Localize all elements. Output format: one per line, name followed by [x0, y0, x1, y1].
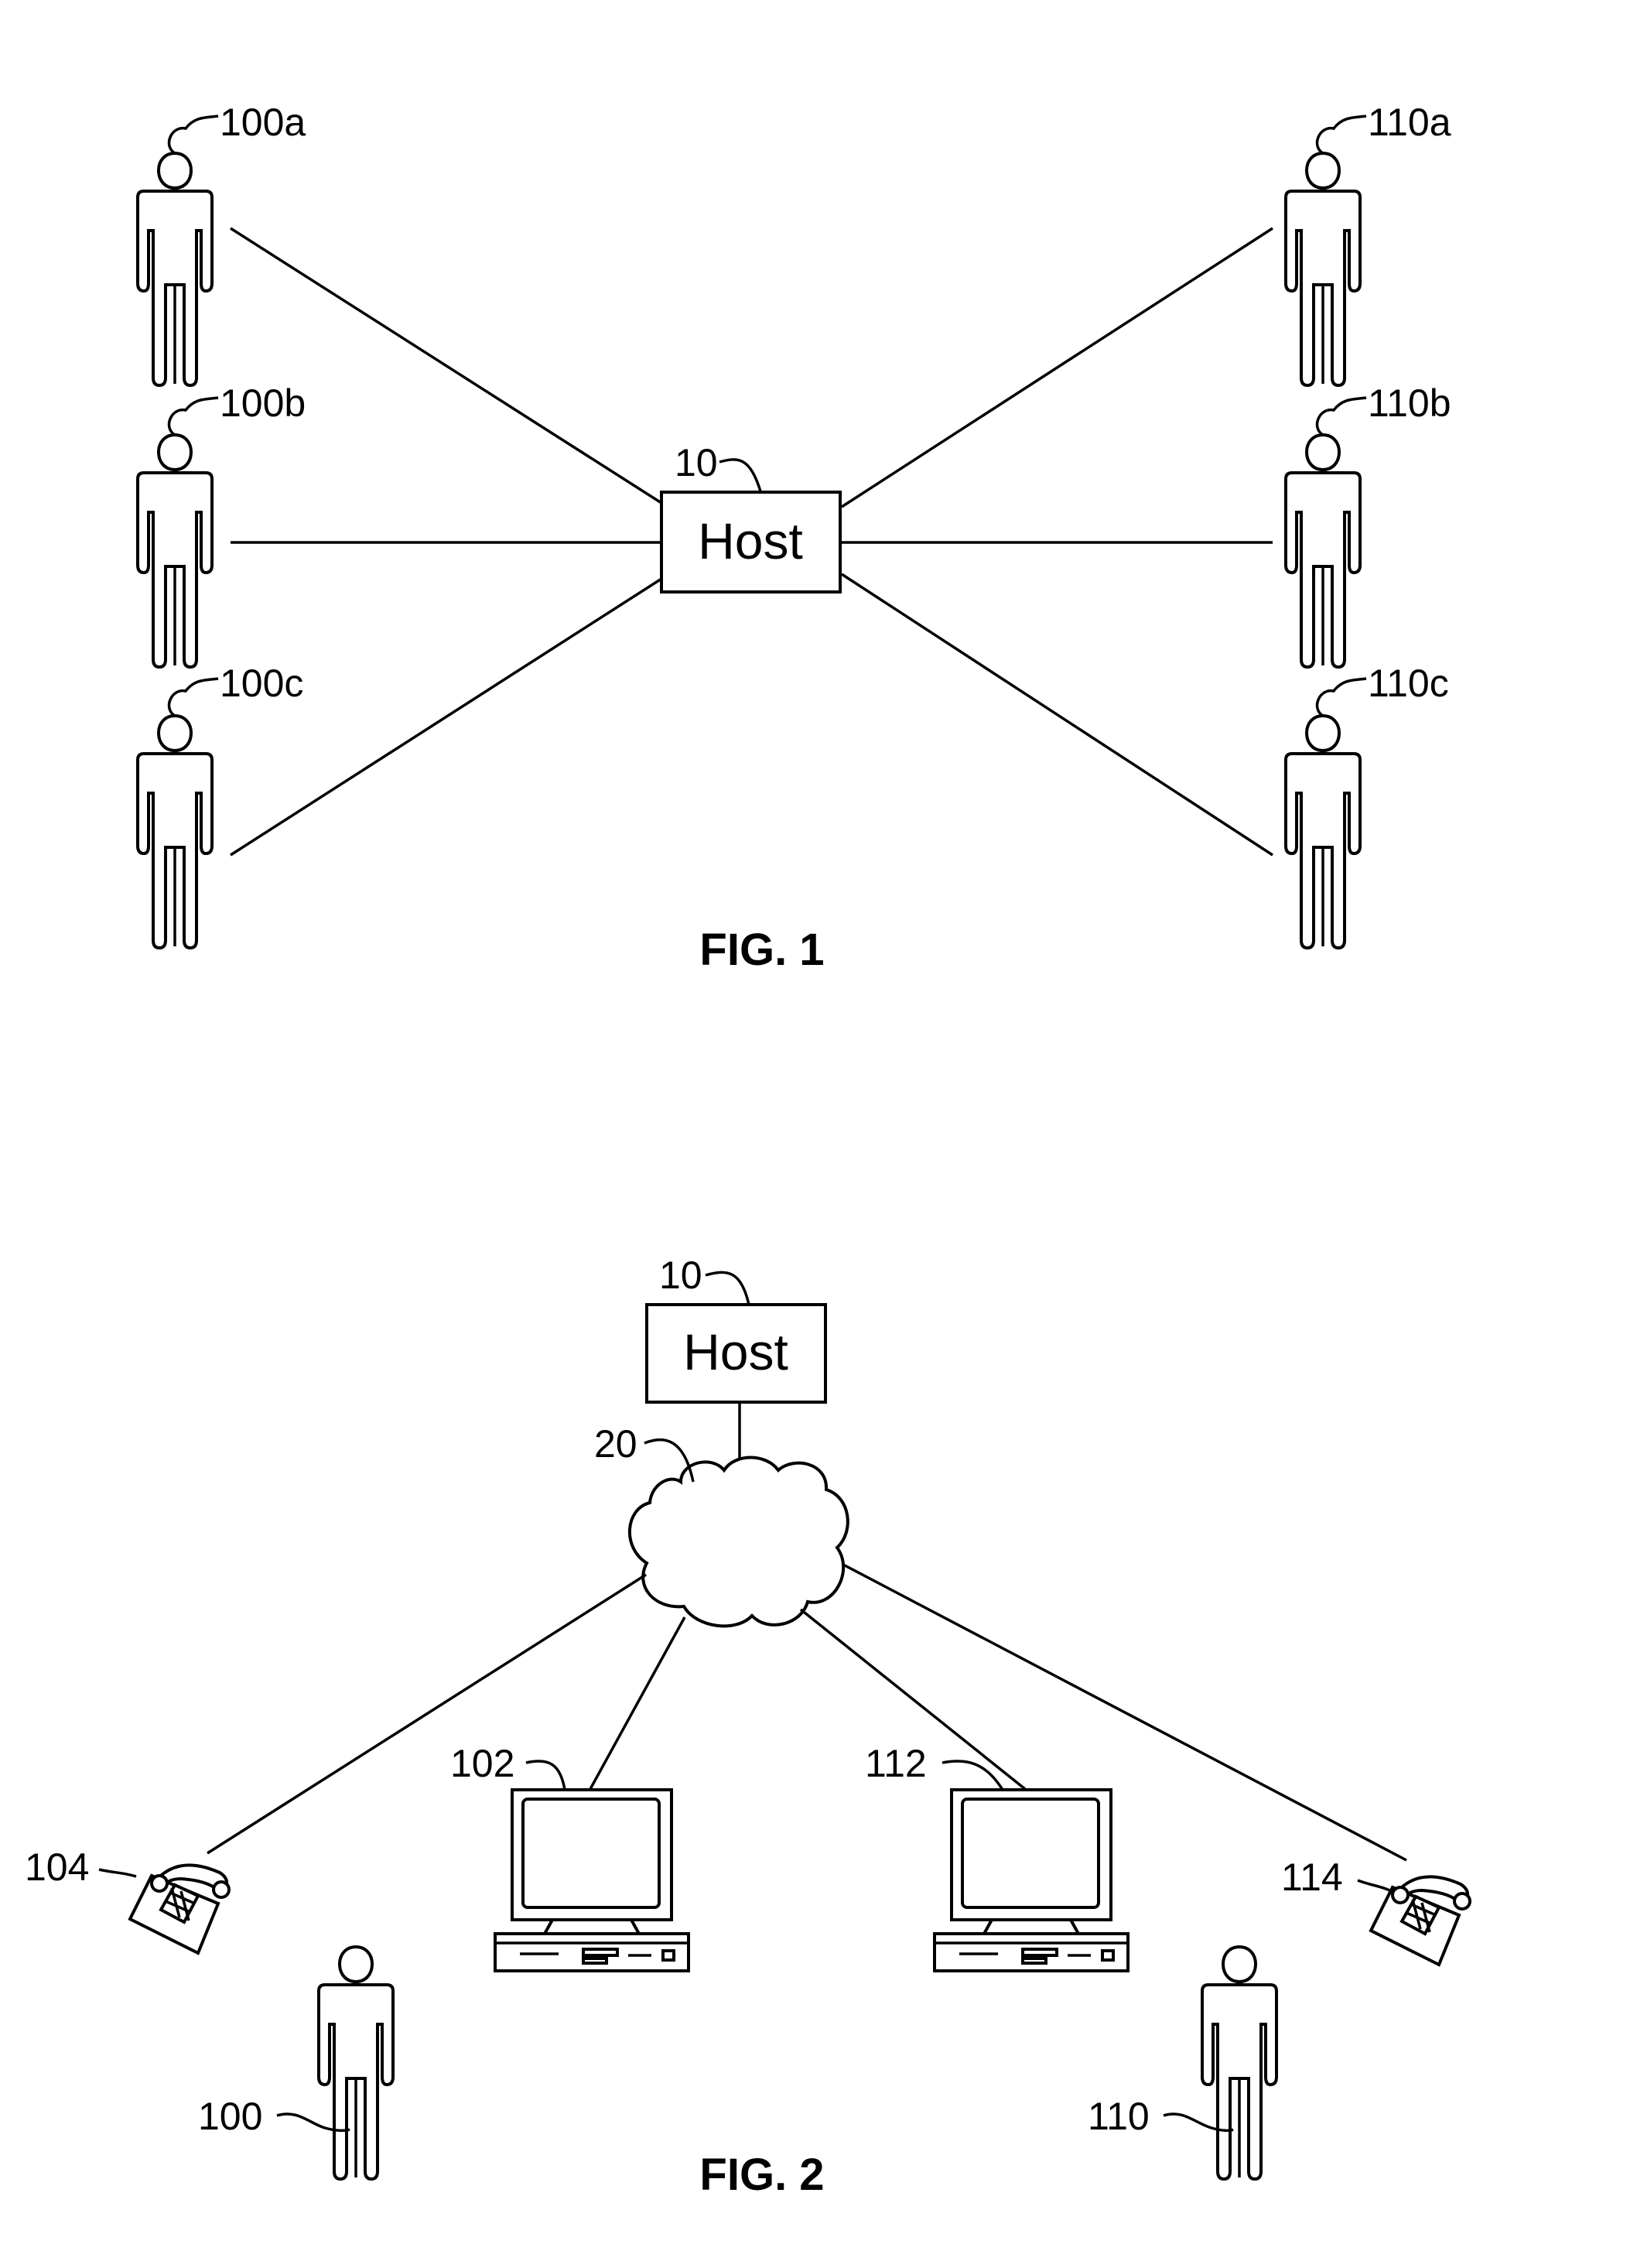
person-110a-ref: 110a — [1368, 101, 1451, 144]
network-cloud — [630, 1458, 848, 1627]
link-computer-102 — [590, 1617, 685, 1789]
link-110c — [842, 574, 1273, 855]
computer-112: 112 — [865, 1742, 1128, 1971]
computer-112-ref: 112 — [865, 1742, 927, 1785]
person-100a: 100a — [138, 101, 306, 385]
person-100c: 100c — [138, 662, 303, 948]
phone-104-ref: 104 — [25, 1846, 89, 1889]
person-110-ref: 110 — [1088, 2095, 1150, 2138]
person-100: 100 — [198, 1947, 393, 2179]
link-110a — [842, 228, 1273, 507]
person-110b-ref: 110b — [1368, 381, 1451, 425]
computer-102: 102 — [450, 1742, 689, 1971]
person-110c: 110c — [1286, 662, 1449, 948]
host-leader-2 — [706, 1272, 749, 1305]
person-100-ref: 100 — [198, 2095, 262, 2138]
computer-102-ref: 102 — [450, 1742, 514, 1785]
person-100a-ref: 100a — [220, 101, 306, 144]
person-110: 110 — [1088, 1947, 1276, 2179]
figure-2-caption: FIG. 2 — [699, 2150, 824, 2200]
phone-114-ref: 114 — [1281, 1856, 1343, 1899]
figure-1: Host 10 100a 100b 100c 110a 110b — [138, 101, 1451, 975]
host-label: Host — [698, 512, 803, 570]
host-ref-2: 10 — [659, 1254, 702, 1297]
link-100c — [231, 579, 661, 855]
computer-left-icon — [495, 1790, 689, 1971]
host-label-2: Host — [683, 1323, 788, 1380]
computer-right-icon — [935, 1790, 1128, 1971]
network-ref: 20 — [594, 1422, 637, 1466]
person-110b: 110b — [1286, 381, 1451, 667]
link-100a — [231, 228, 661, 503]
person-100b: 100b — [138, 381, 306, 667]
figure-1-caption: FIG. 1 — [699, 925, 824, 975]
phone-left-icon — [130, 1865, 229, 1953]
figure-2: Host 10 20 104 102 112 — [25, 1254, 1470, 2200]
person-100c-ref: 100c — [220, 662, 303, 705]
host-ref: 10 — [675, 441, 718, 484]
phone-104: 104 — [25, 1846, 229, 1953]
host-leader — [719, 460, 760, 491]
person-110c-ref: 110c — [1368, 662, 1449, 705]
person-110a: 110a — [1286, 101, 1451, 385]
phone-114: 114 — [1281, 1856, 1470, 1965]
person-100b-ref: 100b — [220, 381, 306, 425]
